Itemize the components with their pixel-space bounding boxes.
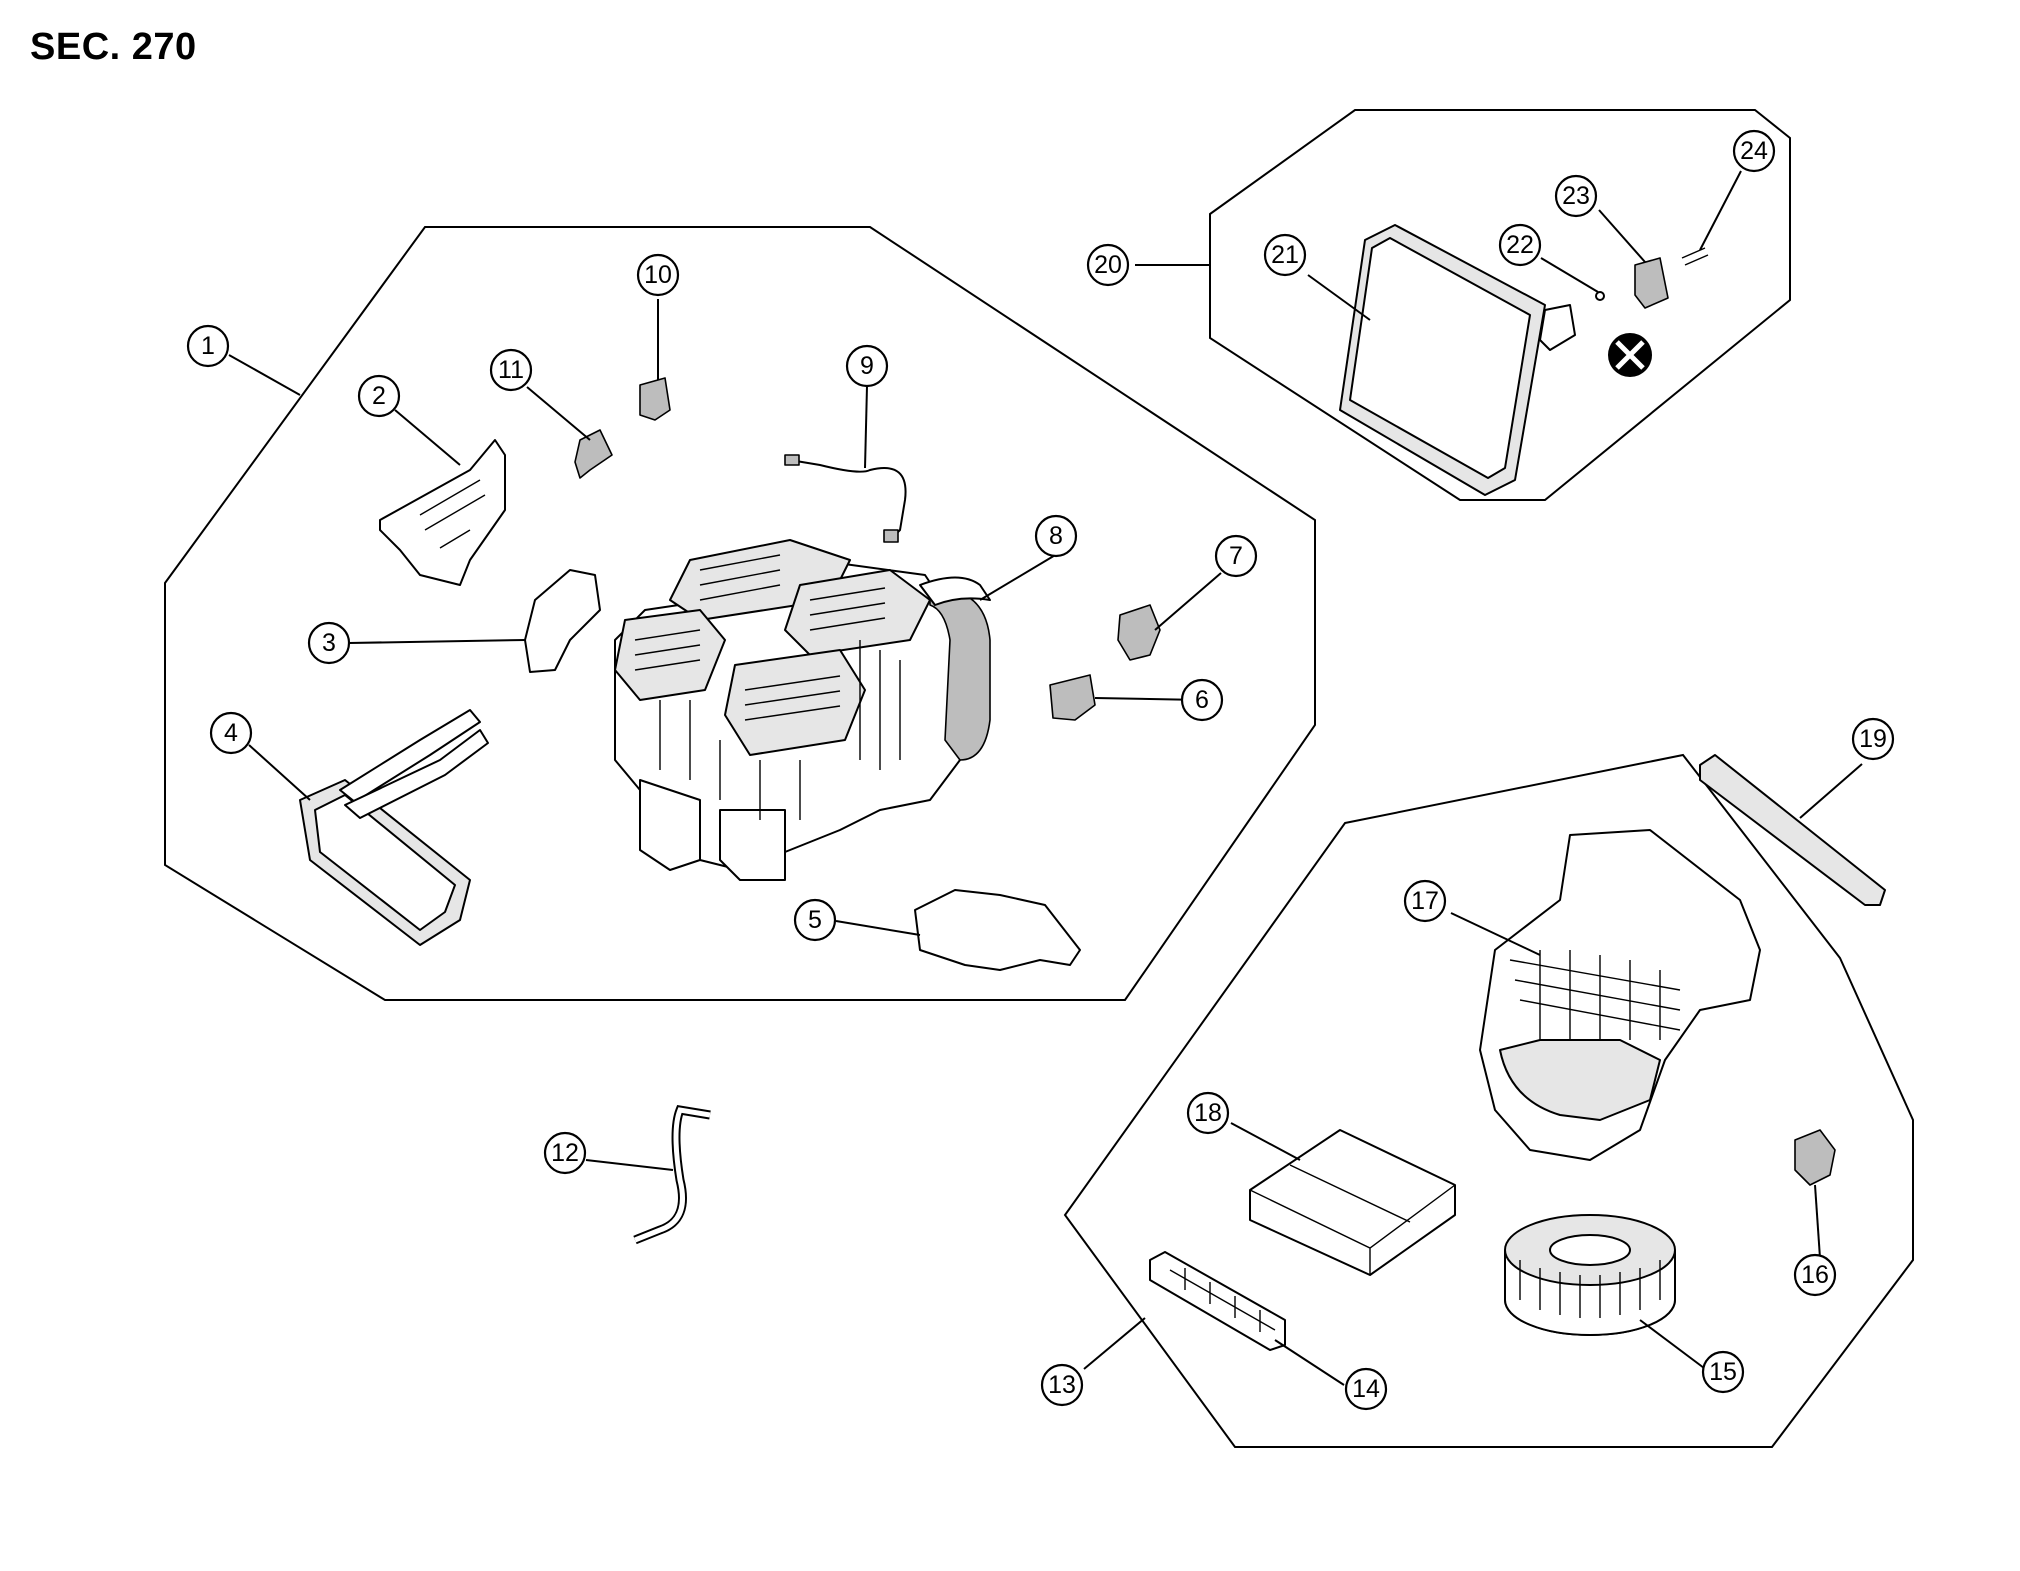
- svg-text:23: 23: [1562, 182, 1590, 210]
- part-24-bolts: [1681, 247, 1709, 266]
- part-7-actuator: [1117, 604, 1161, 661]
- svg-text:21: 21: [1271, 241, 1299, 269]
- callout-10: 10: [636, 253, 680, 297]
- callout-4: 4: [209, 711, 253, 755]
- svg-text:18: 18: [1194, 1099, 1222, 1127]
- callout-13: 13: [1040, 1363, 1084, 1407]
- callout-1: 1: [186, 324, 230, 368]
- svg-text:1: 1: [201, 332, 215, 360]
- group-outline-heater-unit: [164, 226, 1316, 1001]
- section-label: SEC. 270: [30, 26, 197, 68]
- part-6-actuator: [1049, 674, 1096, 721]
- group-outline-blower: [1063, 753, 1914, 1448]
- svg-text:24: 24: [1740, 137, 1768, 165]
- part-11-sensor: [574, 429, 613, 479]
- callout-20: 20: [1086, 243, 1130, 287]
- svg-text:7: 7: [1229, 542, 1243, 570]
- part-17-blower-unit: [1479, 829, 1761, 1161]
- part-14-filter-cover: [1149, 1251, 1286, 1351]
- part-5-foot-duct: [914, 889, 1081, 971]
- callout-12: 12: [543, 1131, 587, 1175]
- svg-text:11: 11: [498, 356, 524, 384]
- callout-22: 22: [1498, 223, 1542, 267]
- part-21-evaporator: [1339, 224, 1576, 496]
- part-4-heater-core: [299, 709, 489, 946]
- part-22-o-ring: [1595, 291, 1605, 301]
- svg-text:5: 5: [808, 906, 822, 934]
- callout-18: 18: [1186, 1091, 1230, 1135]
- svg-text:2: 2: [372, 382, 386, 410]
- svg-text:3: 3: [322, 629, 336, 657]
- svg-text:14: 14: [1352, 1375, 1380, 1403]
- callout-3: 3: [307, 621, 351, 665]
- callout-2: 2: [357, 374, 401, 418]
- callout-9: 9: [845, 344, 889, 388]
- svg-text:8: 8: [1049, 522, 1063, 550]
- callout-21: 21: [1263, 233, 1307, 277]
- callout-17: 17: [1403, 879, 1447, 923]
- callout-8: 8: [1034, 514, 1078, 558]
- part-19-seal: [1699, 754, 1886, 906]
- svg-text:16: 16: [1801, 1261, 1829, 1289]
- svg-text:10: 10: [644, 261, 672, 289]
- part-15-blower-motor: [1504, 1214, 1676, 1336]
- part-18-filter: [1249, 1129, 1456, 1276]
- callout-24: 24: [1732, 129, 1776, 173]
- part-9-harness: [789, 459, 907, 541]
- callout-7: 7: [1214, 534, 1258, 578]
- svg-text:9: 9: [860, 352, 874, 380]
- part-2-duct: [379, 439, 506, 586]
- part-3-bracket: [524, 569, 601, 673]
- callout-23: 23: [1554, 174, 1598, 218]
- callout-14: 14: [1344, 1367, 1388, 1411]
- svg-text:20: 20: [1094, 251, 1122, 279]
- leader-lines: [228, 170, 1863, 1386]
- callout-6: 6: [1180, 678, 1224, 722]
- callout-16: 16: [1793, 1253, 1837, 1297]
- part-10-actuator: [639, 377, 671, 421]
- svg-text:19: 19: [1859, 725, 1887, 753]
- svg-text:12: 12: [551, 1139, 579, 1167]
- group-outline-evaporator: [1209, 109, 1791, 501]
- svg-text:15: 15: [1709, 1358, 1737, 1386]
- svg-text:22: 22: [1506, 231, 1534, 259]
- do-not-reuse-symbol: [1608, 333, 1652, 377]
- callout-15: 15: [1701, 1350, 1745, 1394]
- heater-cooling-unit-assembly: [614, 539, 991, 881]
- svg-text:17: 17: [1411, 887, 1439, 915]
- svg-text:6: 6: [1195, 686, 1209, 714]
- part-23-expansion-valve: [1634, 257, 1669, 309]
- callout-5: 5: [793, 898, 837, 942]
- part-16-resistor: [1794, 1129, 1836, 1186]
- callout-11: 11: [489, 348, 533, 392]
- svg-text:13: 13: [1048, 1371, 1076, 1399]
- part-8-housing: [919, 576, 991, 606]
- svg-text:4: 4: [224, 719, 238, 747]
- callout-19: 19: [1851, 717, 1895, 761]
